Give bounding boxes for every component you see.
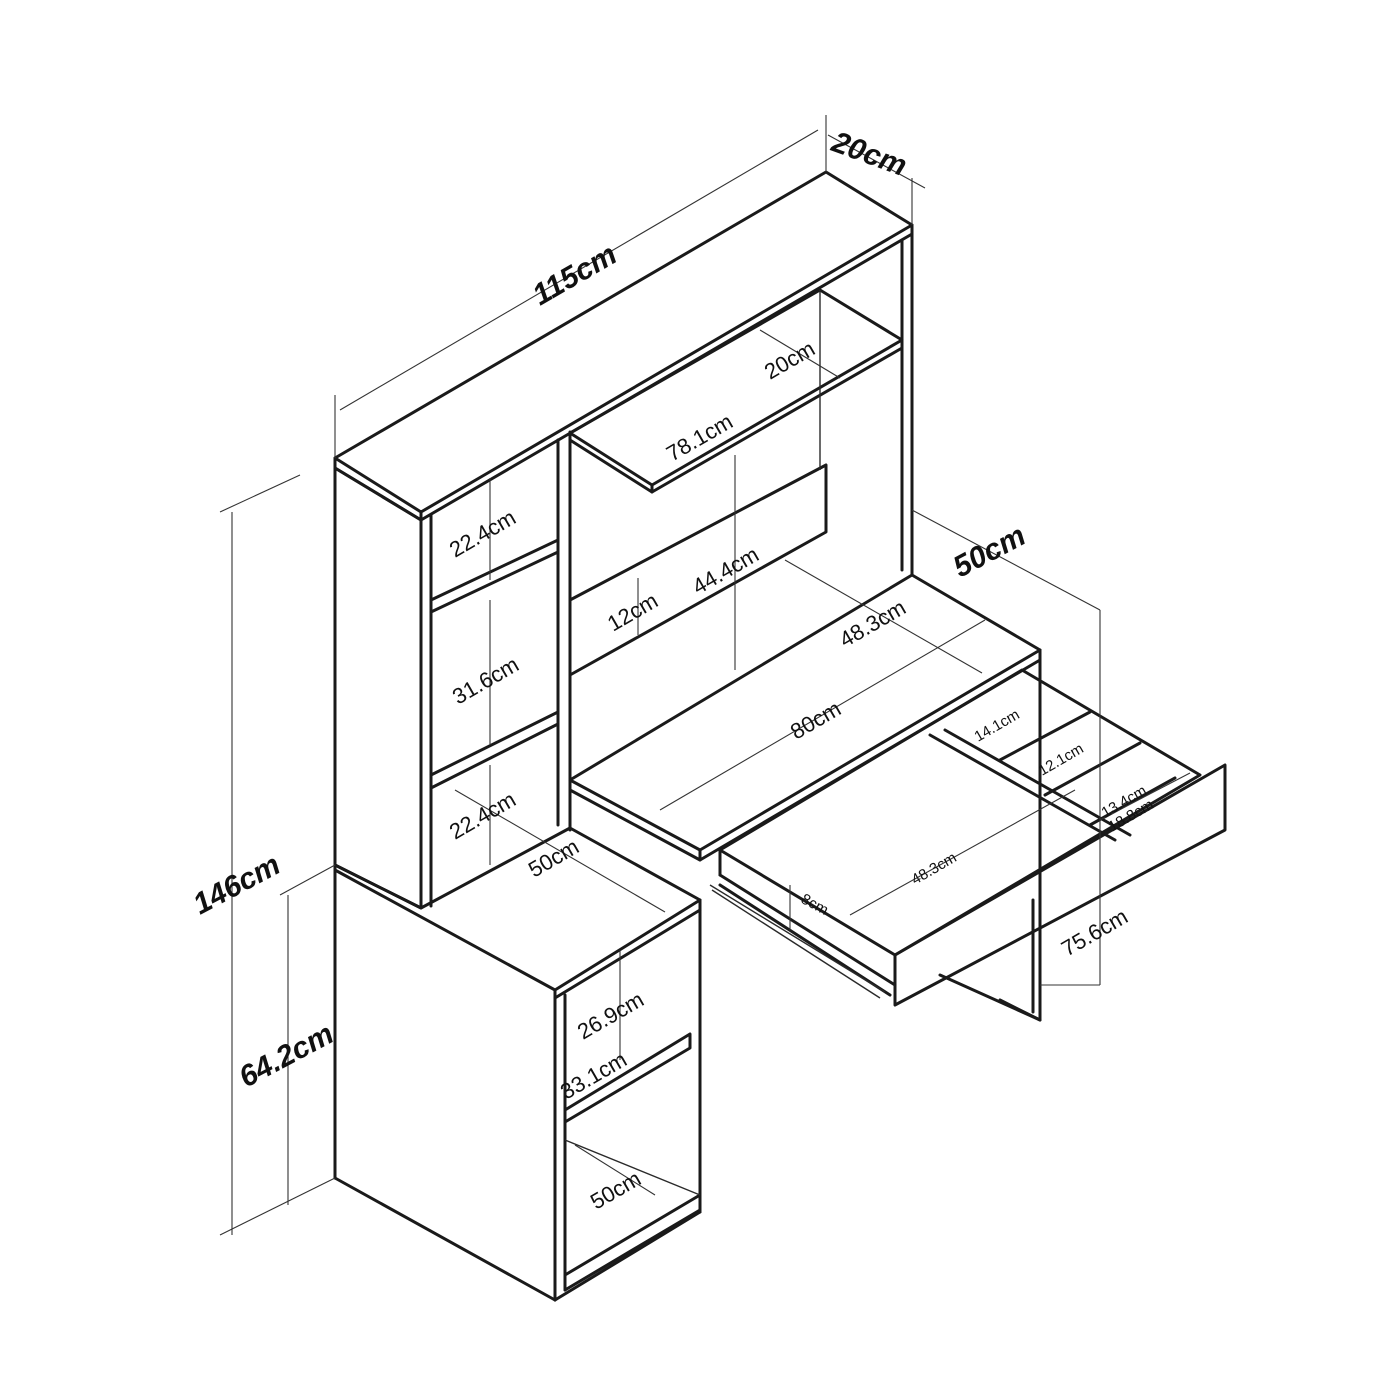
desk-top: [568, 573, 1042, 862]
hutch: [333, 170, 914, 910]
cabinet-shelf: [563, 1032, 692, 1124]
label-cabinet-shelf-upper: 26.9cm: [573, 987, 648, 1045]
label-top-depth: 20cm: [827, 125, 911, 183]
cabinet-bottom: [563, 1193, 702, 1292]
label-desk-width: 80cm: [786, 696, 845, 745]
label-pedestal-height: 64.2cm: [234, 1017, 339, 1094]
label-cabinet-bottom-depth: 50cm: [586, 1166, 645, 1215]
pedestal-top: [333, 826, 702, 992]
drawer-front: [893, 763, 1227, 1007]
label-left-middle: 31.6cm: [448, 652, 523, 710]
leg-panel: [938, 658, 1042, 1022]
left-shelf-upper: [429, 538, 560, 614]
label-left-lower: 22.4cm: [445, 787, 520, 845]
hutch-top-board: [333, 170, 914, 514]
hutch-back-panel: [568, 463, 828, 677]
label-hutch-shelf-depth: 20cm: [760, 336, 819, 385]
dimension-labels: 115cm 20cm 146cm 50cm 64.2cm 20cm 78.1cm…: [188, 125, 1157, 1214]
label-drawer-comp-1: 14.1cm: [972, 706, 1023, 745]
dimension-lines: [219, 115, 1191, 1236]
label-pedestal-top-depth: 50cm: [524, 834, 583, 883]
keyboard-drawer: [709, 668, 1227, 1007]
label-desk-depth: 50cm: [948, 519, 1031, 584]
pedestal-cabinet: [333, 826, 702, 1302]
label-drawer-comp-2: 12.1cm: [1036, 740, 1087, 779]
label-total-height: 146cm: [188, 848, 286, 921]
label-hutch-opening: 44.4cm: [688, 542, 763, 600]
label-drawer-depth: 48.3cm: [909, 849, 960, 888]
label-left-upper: 22.4cm: [445, 505, 520, 563]
drawer-tray: [718, 668, 1202, 957]
label-width: 115cm: [527, 238, 622, 312]
left-shelf-lower: [429, 710, 560, 790]
label-desk-inner-depth: 48.3cm: [835, 595, 910, 653]
hutch-center-shelf: [568, 288, 904, 487]
hutch-left-panel: [333, 466, 423, 910]
